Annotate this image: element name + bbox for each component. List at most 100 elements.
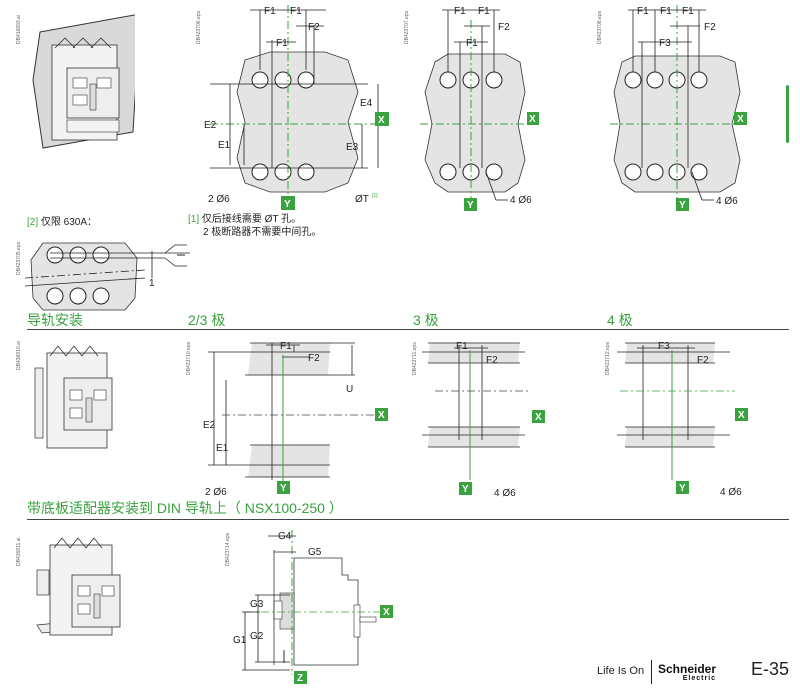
dim-label: F2 [697, 355, 709, 366]
hole-label: ØT [355, 194, 369, 205]
drawing-rail-3pole: F1 F2 4 Ø6 X Y [422, 341, 545, 499]
dim-label: F2 [498, 22, 510, 33]
axis-z-label: Z [297, 673, 303, 684]
figure-id: DB423710.eps [186, 341, 192, 375]
brand-logo: Schneider Electric [658, 662, 717, 684]
footer-divider [651, 660, 652, 684]
drawing-side-view-din: G4 G5 G3 G2 G1 X Z [233, 530, 393, 684]
figure-id: DB423712.eps [605, 341, 611, 375]
dim-label: F1 [466, 38, 478, 49]
hole-label: 4 Ø6 [720, 487, 742, 498]
axis-x-badge [375, 408, 388, 421]
figure-id: DB423711.eps [412, 342, 418, 375]
axis-x-label: X [529, 114, 536, 125]
dim-label: G4 [278, 531, 292, 542]
section-tab-marker [786, 85, 789, 143]
dim-label: G3 [250, 599, 264, 610]
dim-label: E2 [204, 120, 217, 131]
drawing-plate-3pole: F1 F1 F2 F1 4 Ø6 X Y [420, 6, 539, 211]
drawing-plate-3pole-rear: F1 F1 F2 F1 E2 E1 E3 E4 2 Ø6 ØT [1] X Y [204, 5, 389, 210]
section-title-poles-2-3: 2/3 极 [188, 312, 226, 328]
axis-x-label: X [737, 114, 744, 125]
axis-x-label: X [738, 410, 745, 421]
axis-x-label: X [383, 607, 390, 618]
axis-y-label: Y [679, 483, 686, 494]
footnote-ref: [1] [188, 214, 200, 225]
dim-label: G2 [250, 631, 264, 642]
dim-label: F1 [454, 6, 466, 17]
dim-label: F3 [659, 38, 671, 49]
dim-label: 1 [149, 278, 155, 289]
drawing-rail-4pole: F3 F2 4 Ø6 X Y [617, 341, 748, 498]
dim-label: F1 [280, 341, 292, 352]
axis-x-badge [734, 112, 747, 125]
axis-y-badge [464, 198, 477, 211]
dim-label: E3 [346, 142, 359, 153]
dim-label: F1 [637, 6, 649, 17]
drawing-rail-2-3pole: F1 F2 U E2 E1 2 Ø6 X Y [203, 341, 388, 498]
dim-label: F1 [682, 6, 694, 17]
axis-x-badge [380, 605, 393, 618]
note-rear-connection: [1] 仅后接线需要 ØT 孔。 2 极断路器不需要中间孔。 [188, 213, 321, 239]
footnote-ref: [1] [372, 193, 378, 199]
brand-slogan: Life Is On [597, 665, 645, 677]
axis-x-badge [527, 112, 539, 125]
axis-y-label: Y [467, 200, 474, 211]
note-text: 仅限 630A： [40, 217, 98, 228]
section-title-rail-mount: 导轨安装 [27, 312, 83, 328]
dim-label: F1 [478, 6, 490, 17]
dim-label: F2 [308, 22, 320, 33]
dim-label: E1 [216, 443, 229, 454]
breaker-illustration-din-adapter [36, 537, 121, 636]
dim-label: F1 [264, 6, 276, 17]
hole-label: 4 Ø6 [510, 195, 532, 206]
dim-label: F3 [658, 341, 670, 352]
dim-label: F2 [308, 353, 320, 364]
brand-sub: Electric [682, 675, 717, 682]
axis-x-badge [735, 408, 748, 421]
note-text: 仅后接线需要 ØT 孔。 [201, 214, 302, 225]
section-title-din-adapter: 带底板适配器安装到 DIN 导轨上（ NSX100-250 ） [27, 500, 343, 516]
drawing-630a-slots: 1 [25, 242, 190, 311]
section-title-poles-4: 4 极 [607, 312, 633, 328]
dim-label: F2 [486, 355, 498, 366]
axis-y-label: Y [679, 200, 686, 211]
figure-id: DB423705.eps [16, 241, 22, 275]
hole-label: 4 Ø6 [494, 488, 516, 499]
dim-label: F1 [290, 6, 302, 17]
axis-y-badge [676, 198, 689, 211]
figure-id: DB436811.ai [16, 537, 22, 566]
section-title-poles-3: 3 极 [413, 312, 439, 328]
figure-id: DB416893.ai [16, 15, 22, 44]
section-divider [27, 329, 789, 330]
axis-y-badge [277, 481, 290, 494]
axis-x-label: X [378, 115, 385, 126]
axis-y-label: Y [284, 199, 291, 210]
breaker-illustration-panel [32, 14, 135, 149]
footnote-ref: [2] [27, 217, 39, 228]
hole-label: 2 Ø6 [205, 487, 227, 498]
dim-label: F1 [456, 341, 468, 352]
axis-x-label: X [378, 410, 385, 421]
note-630a: [2] 仅限 630A： [27, 213, 97, 228]
axis-y-badge [459, 482, 472, 495]
dim-label: E1 [218, 140, 231, 151]
dim-label: G5 [308, 547, 322, 558]
dim-label: F1 [660, 6, 672, 17]
dim-label: E2 [203, 420, 216, 431]
dim-label: U [346, 384, 353, 395]
dim-label: F2 [704, 22, 716, 33]
axis-x-badge [532, 410, 545, 423]
axis-y-badge [676, 481, 689, 494]
axis-z-badge [294, 671, 307, 684]
axis-x-badge [375, 112, 389, 126]
axis-y-label: Y [462, 484, 469, 495]
axis-x-label: X [535, 412, 542, 423]
dim-label: F1 [276, 38, 288, 49]
axis-y-label: Y [280, 483, 287, 494]
drawing-plate-4pole: F1 F1 F1 F2 F3 4 Ø6 X Y [610, 5, 747, 211]
section-divider [27, 519, 789, 520]
dim-label: G1 [233, 635, 247, 646]
hole-label: 2 Ø6 [208, 194, 230, 205]
brand-name: Schneider [658, 662, 717, 676]
